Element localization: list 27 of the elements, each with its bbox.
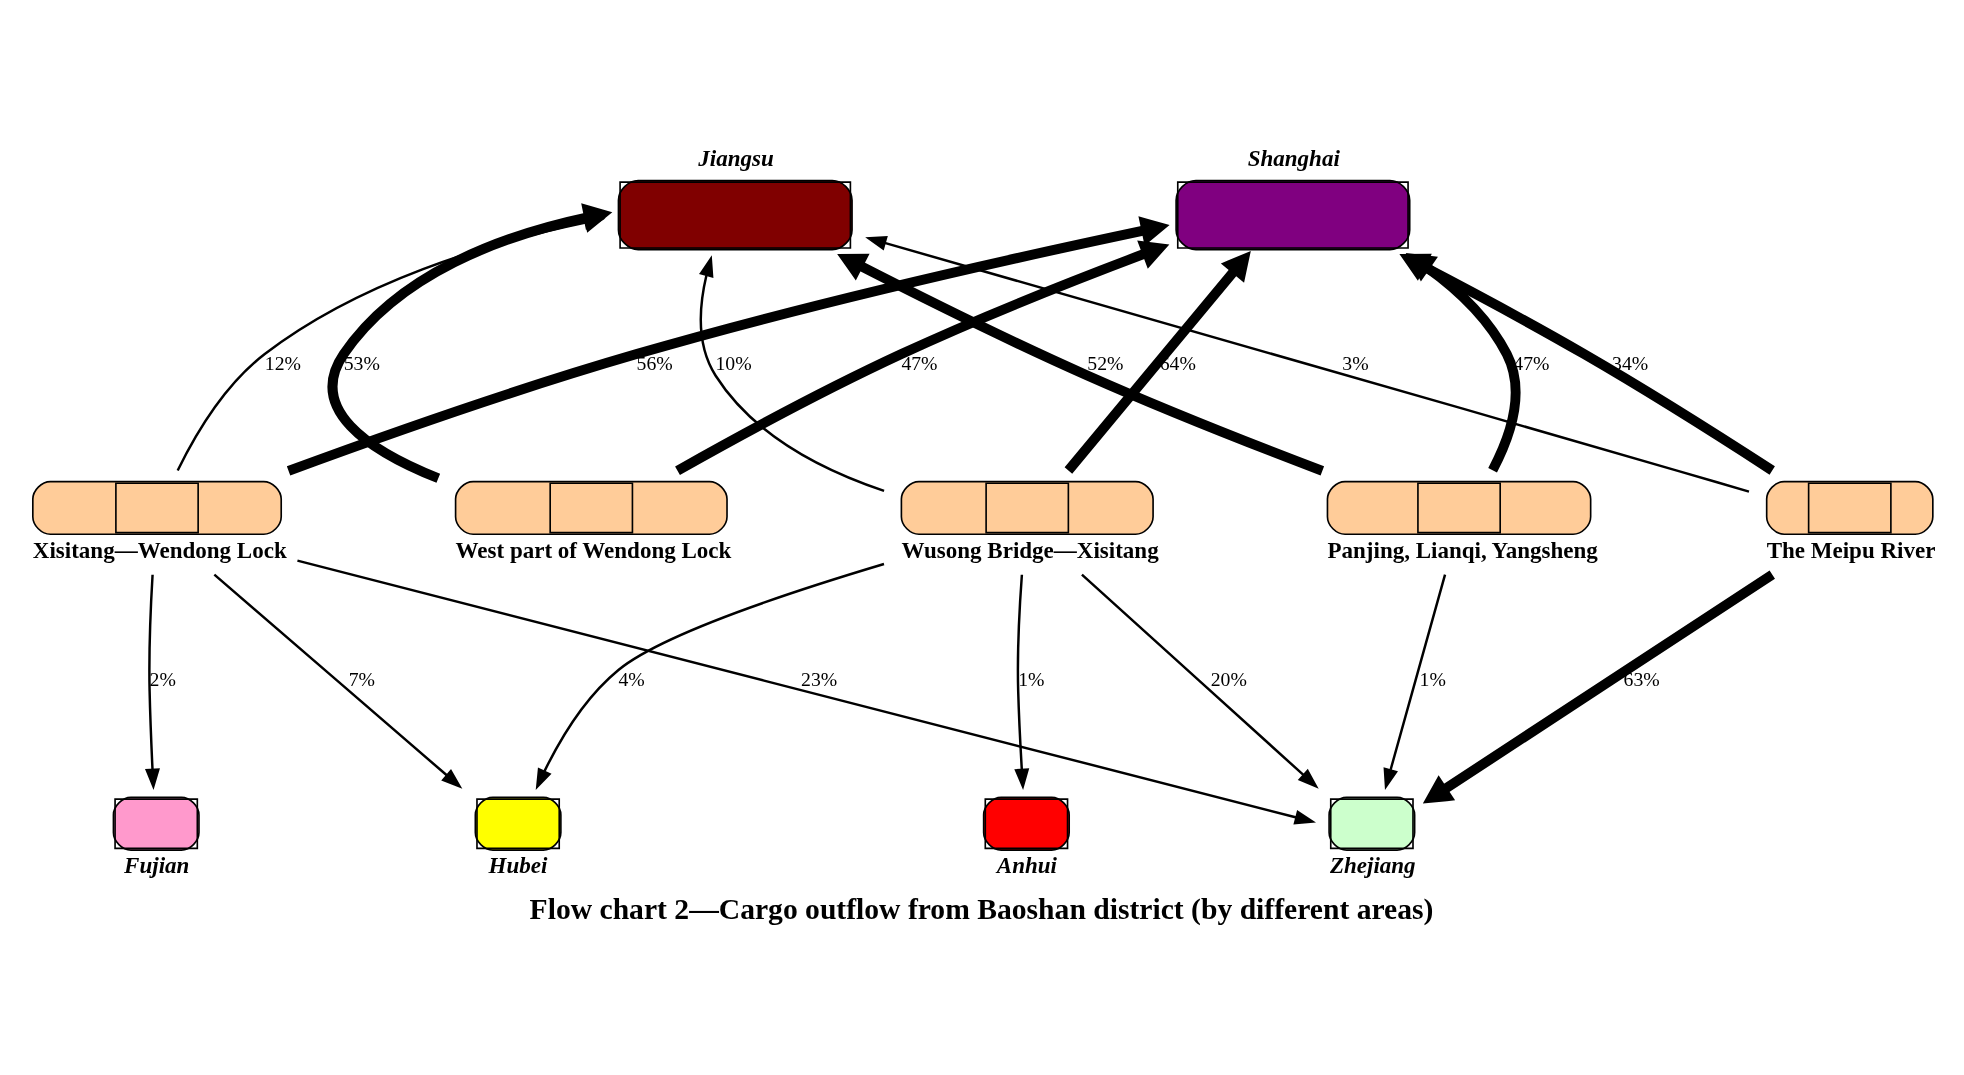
node-label: Shanghai: [1247, 145, 1340, 172]
edge-label: 4%: [618, 667, 645, 690]
edge-label: 53%: [343, 351, 380, 374]
edge-label: 3%: [1342, 351, 1369, 374]
edge-label: 1%: [1018, 667, 1045, 690]
edge-label: 10%: [715, 351, 752, 374]
node-label: Jiangsu: [698, 145, 774, 172]
node-label: Anhui: [996, 852, 1057, 879]
node-label: West part of Wendong Lock: [455, 536, 732, 563]
edge-label: 20%: [1210, 667, 1247, 690]
node-label: Zhejiang: [1329, 852, 1416, 879]
node-label: Panjing, Lianqi, Yangsheng: [1327, 536, 1598, 563]
edge-label: 12%: [264, 351, 301, 374]
edge-label: 47%: [1513, 351, 1550, 374]
node-label: Wusong Bridge—Xisitang: [901, 536, 1159, 563]
node-label: Xisitang—Wendong Lock: [32, 536, 287, 563]
node-label: The Meipu River: [1766, 536, 1936, 563]
caption: Flow chart 2—Cargo outflow from Baoshan district (by different areas): [529, 892, 1434, 925]
node-label: Hubei: [488, 852, 548, 879]
edge-label: 56%: [636, 351, 673, 374]
edge-label: 7%: [348, 667, 375, 690]
edge-label: 47%: [901, 351, 938, 374]
edge-label: 52%: [1087, 351, 1124, 374]
edge-label: 63%: [1623, 667, 1660, 690]
node-label: Fujian: [124, 852, 190, 879]
edge-label: 23%: [801, 667, 838, 690]
edge-label: 1%: [1419, 667, 1446, 690]
